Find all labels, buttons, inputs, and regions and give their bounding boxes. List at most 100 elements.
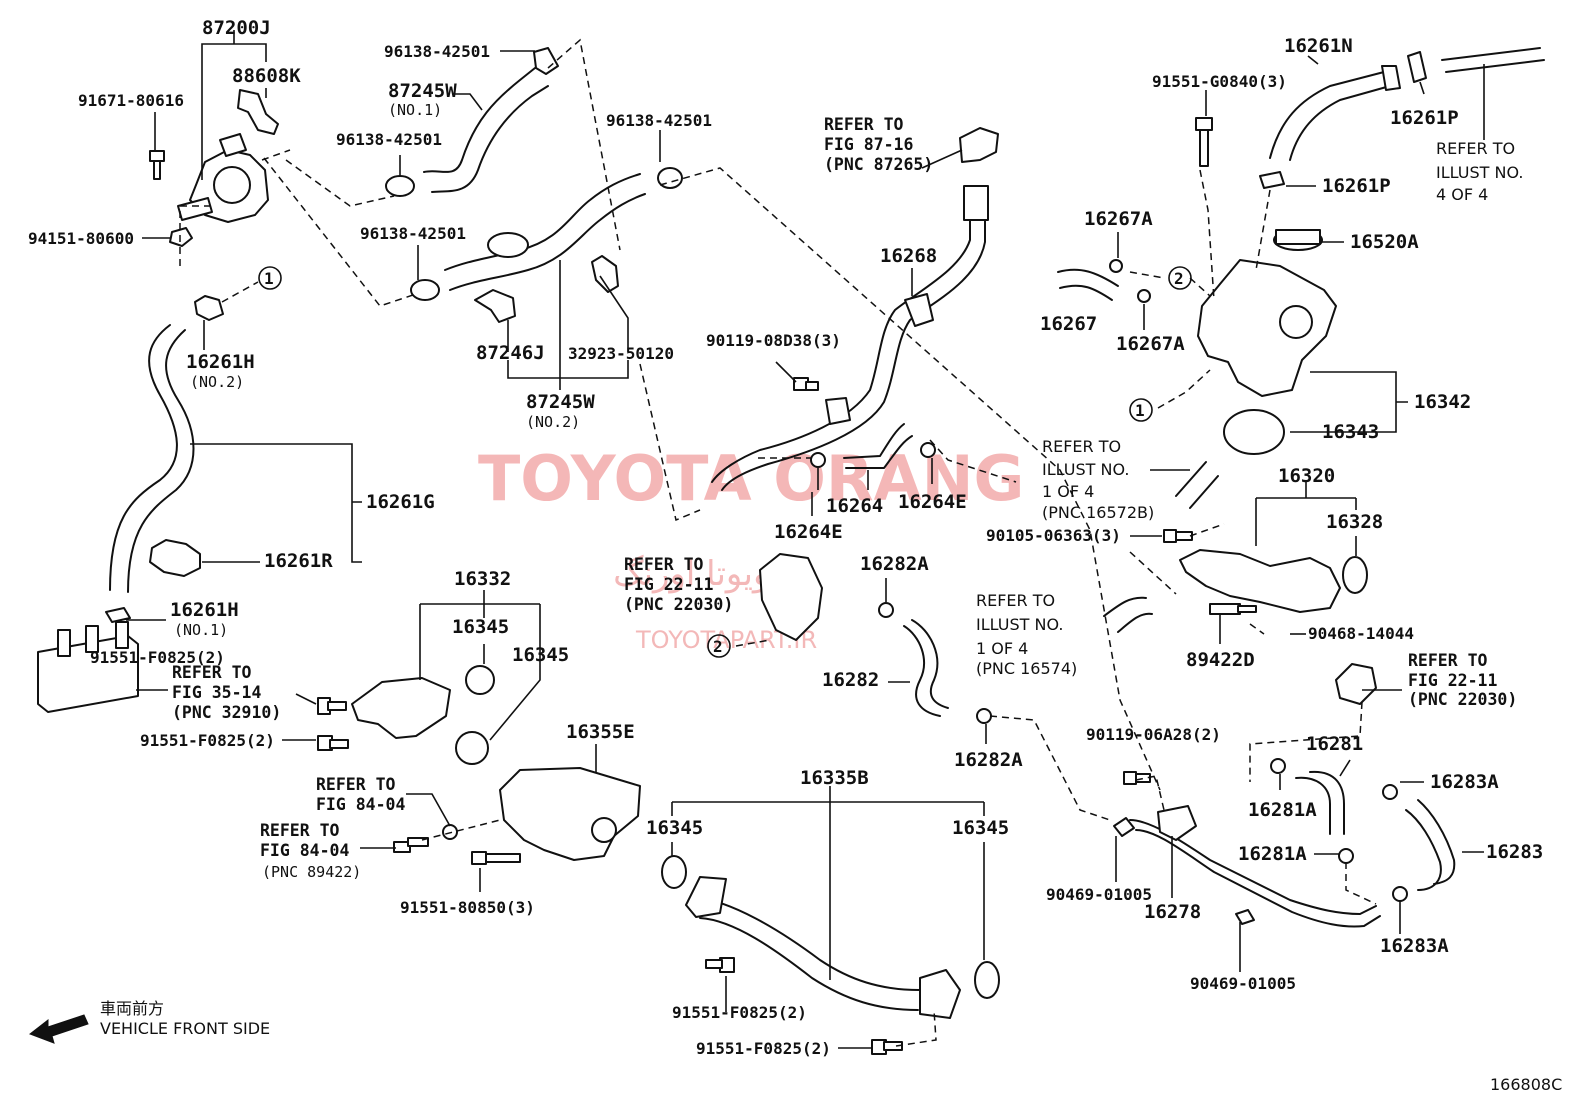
label-87245W-b: 87245W: [526, 391, 595, 413]
label-16283A-b: 16283A: [1380, 935, 1449, 957]
clamp-16261H-no1: [105, 607, 131, 623]
label-refer-illust1b-4: (PNC 16574): [976, 659, 1077, 678]
cap-16520A: [1273, 229, 1323, 251]
label-91551-F0825-d: 91551-F0825(2): [696, 1039, 831, 1058]
gasket-16345-a: [465, 665, 495, 695]
clip-16261P-b: [1259, 171, 1285, 189]
water-pump-87200J: [177, 89, 279, 223]
label-88608K: 88608K: [232, 65, 301, 87]
label-90468-14044: 90468-14044: [1308, 624, 1414, 643]
label-16345-c: 16345: [646, 817, 703, 839]
part-22030-ref-b: [1335, 663, 1377, 705]
label-refer-illust1b-3: 1 OF 4: [976, 639, 1028, 658]
clamp-87246J: [474, 289, 516, 323]
label-16264E-a: 16264E: [774, 521, 843, 543]
label-16267A-b: 16267A: [1116, 333, 1185, 355]
pipe-16268: [711, 194, 986, 491]
label-16282A-a: 16282A: [860, 553, 929, 575]
label-16332: 16332: [454, 568, 511, 590]
label-refer-fig22b-1: REFER TO: [1408, 651, 1488, 670]
label-96138-42501-d: 96138-42501: [606, 111, 712, 130]
label-refer-fig84b-1: REFER TO: [260, 821, 340, 840]
dashed-connectors: [179, 38, 1377, 1047]
gasket-16345-b: [455, 731, 489, 765]
callout-1-b: 1: [1135, 401, 1145, 420]
gasket-16343: [1223, 409, 1285, 455]
bolt-91551-G0840: [1195, 117, 1213, 167]
pipe-16335B-flange-a: [685, 876, 727, 918]
clips-90469: [1113, 817, 1255, 925]
label-90119-08D38: 90119-08D38(3): [706, 331, 841, 350]
hose-87245W-no2: [444, 173, 646, 291]
bolts-16335B: [705, 957, 903, 1055]
label-91551-F0825-b: 91551-F0825(2): [140, 731, 275, 750]
pipe-16278: [1129, 819, 1381, 928]
leader-lines: [126, 30, 1485, 1049]
label-refer-illust1-4: (PNC 16572B): [1042, 503, 1154, 522]
outlet-16332: [351, 677, 451, 739]
label-16268: 16268: [880, 245, 937, 267]
label-16345-a: 16345: [452, 616, 509, 638]
label-16267A-a: 16267A: [1084, 208, 1153, 230]
label-16345-b: 16345: [512, 644, 569, 666]
label-no1-b: (NO.1): [174, 621, 228, 639]
label-87246J: 87246J: [476, 342, 545, 364]
hose-16261N: [1269, 71, 1391, 161]
label-refer-fig87-2: FIG 87-16: [824, 135, 913, 154]
label-16261H-a: 16261H: [186, 351, 255, 373]
label-91671-80616: 91671-80616: [78, 91, 184, 110]
figure-code: 166808C: [1490, 1075, 1562, 1094]
label-16281A-b: 16281A: [1238, 843, 1307, 865]
label-refer-fig22a-1: REFER TO: [624, 555, 704, 574]
label-no1-a: (NO.1): [388, 101, 442, 119]
label-90105-06363: 90105-06363(3): [986, 526, 1121, 545]
label-refer-fig22a-3: (PNC 22030): [624, 595, 733, 614]
label-refer-illust1-2: ILLUST NO.: [1042, 460, 1129, 479]
bolt-90119-A28: [1123, 771, 1151, 785]
callout-2-b: 2: [1174, 269, 1184, 288]
gasket-16345-c: [661, 855, 687, 889]
watermark: TOYOTA ORANG TOYOTAPART.IR تویوتا اورنگ: [478, 442, 1024, 654]
bolt-90119-D38: [793, 377, 819, 391]
gasket-16328: [1342, 556, 1368, 594]
label-refer-illust1b-2: ILLUST NO.: [976, 615, 1063, 634]
nut-94151: [169, 227, 193, 247]
pipe-16335B-flange-b: [919, 969, 961, 1019]
clamp-96138-group: [385, 47, 683, 301]
clamps-16281A-16283A: [1270, 758, 1408, 902]
bolt-91551-F0825: [317, 697, 349, 751]
clamp-16261R: [149, 539, 201, 577]
label-32923-50120: 32923-50120: [568, 344, 674, 363]
part-labels: 87200J 88608K 91671-80616 94151-80600 96…: [28, 17, 1543, 1058]
label-refer-fig22b-2: FIG 22-11: [1408, 671, 1497, 690]
label-16345-d: 16345: [952, 817, 1009, 839]
part-87265-ref: [959, 127, 999, 163]
label-91551-80850: 91551-80850(3): [400, 898, 535, 917]
callout-markers: 1 2 2 1: [258, 266, 1192, 658]
hose-16281: [1295, 770, 1345, 835]
orientation-english: VEHICLE FRONT SIDE: [100, 1019, 270, 1038]
bolt-91671: [149, 150, 165, 180]
label-16261G: 16261G: [366, 491, 435, 513]
label-16267: 16267: [1040, 313, 1097, 335]
clamps-16282A: [878, 602, 992, 724]
label-refer-illust1b-1: REFER TO: [976, 591, 1055, 610]
label-16261H-b: 16261H: [170, 599, 239, 621]
callout-1-a: 1: [264, 269, 274, 288]
pipe-16268-end: [963, 185, 989, 221]
pipe-16320: [1179, 549, 1341, 613]
part-22030-ref: [759, 553, 823, 641]
bolt-91551-80850: [471, 851, 521, 865]
label-no2-a: (NO.2): [190, 373, 244, 391]
label-16342: 16342: [1414, 391, 1471, 413]
housing-16342-port: [1279, 305, 1313, 339]
housing-16342: [1197, 259, 1337, 397]
orientation-japanese: 車両前方: [100, 999, 164, 1018]
label-16283: 16283: [1486, 841, 1543, 863]
watermark-persian: تویوتا اورنگ: [613, 554, 780, 594]
hose-refer-illust-1b: [1103, 596, 1153, 633]
vehicle-front-arrow-icon: [28, 1014, 89, 1044]
oil-cooler: [37, 621, 139, 713]
clip-16261P-a: [1407, 51, 1427, 83]
